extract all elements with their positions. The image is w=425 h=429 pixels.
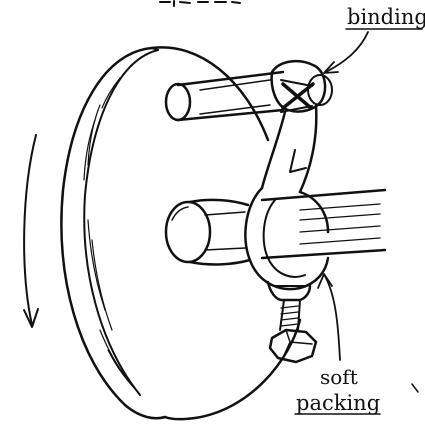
rotation-arrow (23, 134, 39, 328)
stray-mark (411, 383, 419, 393)
soft-packing-leader-arrowhead (317, 273, 333, 289)
binding-wire (280, 79, 315, 113)
top-cutoff-text (159, 0, 241, 7)
centre-knob (164, 198, 252, 266)
wheel (60, 46, 302, 421)
lathe-dog-clamp (244, 59, 330, 302)
clamp-screw (268, 299, 318, 364)
work-shaft (260, 188, 387, 260)
upper-pin (164, 70, 333, 122)
soft-packing-label-line2: packing (296, 391, 380, 415)
binding-leader-arrowhead (323, 61, 339, 74)
soft-packing-leader-line (324, 275, 341, 361)
wheel-rim-hatching (83, 77, 139, 393)
soft-packing-label-line1: soft (320, 365, 358, 389)
binding-label: binding (347, 5, 425, 29)
binding-leader-line (325, 31, 369, 73)
